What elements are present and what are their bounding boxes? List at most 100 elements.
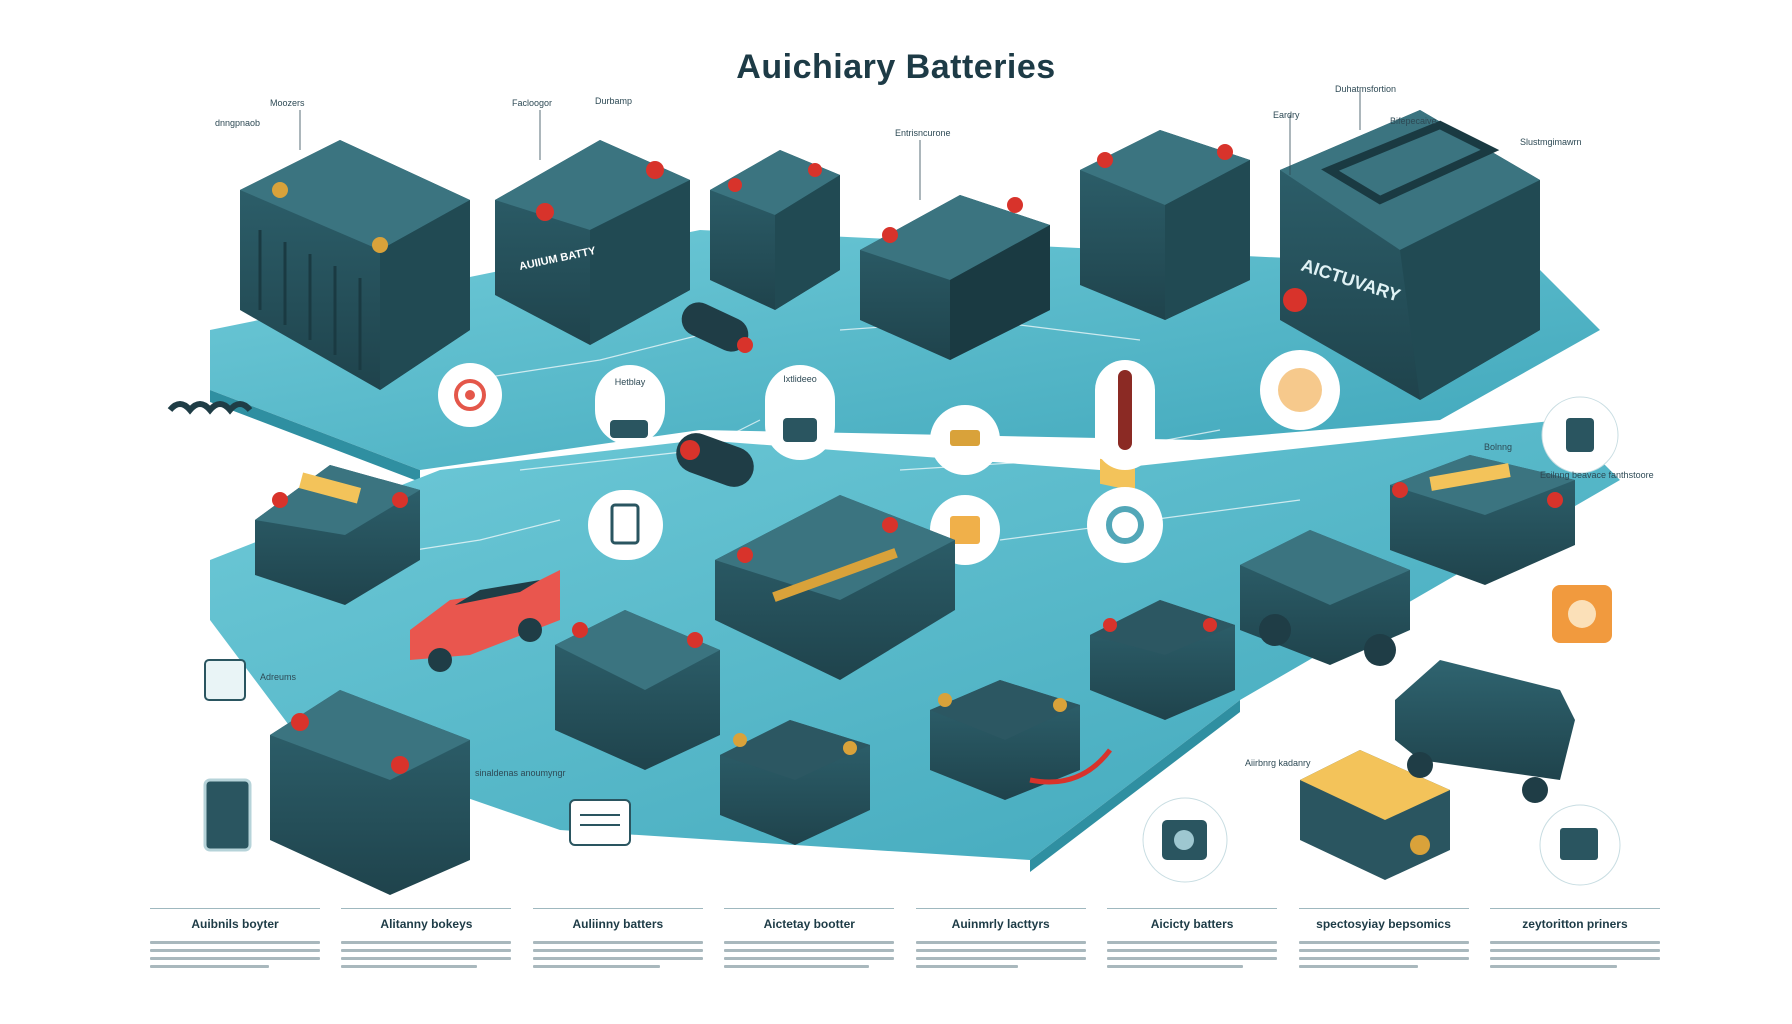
callout-6: Duhatmsfortion bbox=[1335, 84, 1396, 94]
terminal-positive bbox=[1392, 482, 1408, 498]
battery-2: AUIIUM BATTY bbox=[495, 140, 690, 345]
caption-6: Aicicty batters bbox=[1107, 908, 1278, 973]
tool-cylinder-2 bbox=[676, 433, 754, 487]
caption-7: spectosyiay bepsomics bbox=[1298, 908, 1469, 973]
callout-3: Facloogor bbox=[512, 98, 552, 108]
icon-bubble-target bbox=[438, 363, 502, 427]
terminal-negative bbox=[808, 163, 822, 177]
callouts: Moozers dnngpnaob Facloogor Durbamp Entr… bbox=[215, 84, 1654, 778]
icon-bubble-side bbox=[1541, 396, 1619, 474]
terminal-positive bbox=[272, 182, 288, 198]
svg-text:Ixtlideeo: Ixtlideeo bbox=[783, 374, 817, 384]
terminal-negative bbox=[1053, 698, 1067, 712]
battery-3 bbox=[710, 150, 840, 310]
icon-bubble-gear bbox=[1087, 487, 1163, 563]
tool-cylinder bbox=[681, 302, 753, 353]
caption-title: Aictetay bootter bbox=[763, 917, 855, 931]
caption-8: zeytoritton priners bbox=[1489, 908, 1660, 973]
icon-orange-tile bbox=[1552, 585, 1612, 643]
terminal-negative bbox=[391, 756, 409, 774]
terminal-positive bbox=[733, 733, 747, 747]
caption-title: Auinmrly lacttyrs bbox=[951, 917, 1050, 931]
battery-16-yellow bbox=[1300, 750, 1450, 880]
caption-title: Aicicty batters bbox=[1150, 917, 1234, 931]
callout-7: Bifepecaive bbox=[1390, 116, 1437, 126]
terminal-negative bbox=[1217, 144, 1233, 160]
callout-4: Durbamp bbox=[595, 96, 632, 106]
battery-4 bbox=[860, 195, 1050, 360]
battery-1 bbox=[240, 140, 470, 390]
camera-icon bbox=[1142, 797, 1228, 883]
caption-title: zeytoritton priners bbox=[1522, 917, 1628, 931]
terminal-negative bbox=[392, 492, 408, 508]
car-icon bbox=[410, 570, 560, 672]
terminal-negative bbox=[882, 517, 898, 533]
callout-1: Moozers bbox=[270, 98, 305, 108]
platform-lower bbox=[210, 420, 1620, 872]
terminal-negative bbox=[1547, 492, 1563, 508]
caption-title: Auliinny batters bbox=[572, 917, 664, 931]
terminal-positive bbox=[536, 203, 554, 221]
battery-15-cart bbox=[1240, 530, 1410, 666]
battery-12 bbox=[720, 720, 870, 845]
callout-10: Bolnng bbox=[1484, 442, 1512, 452]
battery-8-stack bbox=[715, 495, 955, 680]
callout-5: Entrisncurone bbox=[895, 128, 951, 138]
vehicle-icon bbox=[1395, 660, 1575, 803]
battery-10 bbox=[270, 690, 470, 895]
battery-6-switch bbox=[1283, 288, 1307, 312]
battery-7 bbox=[255, 465, 420, 605]
terminal-negative bbox=[646, 161, 664, 179]
callout-14: Ecilnng beavace fanthstoore bbox=[1540, 470, 1654, 480]
battery-5 bbox=[1080, 130, 1250, 492]
callout-11: Adreums bbox=[260, 672, 297, 682]
icon-bubble-clipboard bbox=[588, 490, 663, 560]
battery-6: AICTUVARY bbox=[1280, 110, 1540, 400]
callout-9: Eardry bbox=[1273, 110, 1300, 120]
icon-bubble-2: Ixtlideeo bbox=[765, 365, 835, 460]
callout-13: sinaldenas anoumyngr bbox=[475, 768, 566, 778]
caption-1: Auibnils boyter bbox=[150, 908, 320, 973]
caption-4: Aictetay bootter bbox=[724, 908, 895, 973]
battery-13 bbox=[930, 680, 1112, 800]
terminal-negative bbox=[372, 237, 388, 253]
coiled-cable bbox=[167, 401, 253, 415]
terminal-positive bbox=[737, 547, 753, 563]
icon-bubble-1: Hetblay bbox=[595, 365, 665, 445]
caption-3: Auliinny batters bbox=[532, 908, 703, 973]
icon-bubble-fuse bbox=[1095, 360, 1155, 470]
caption-title: Alitanny bokeys bbox=[380, 917, 473, 931]
terminal-positive bbox=[291, 713, 309, 731]
terminal-negative bbox=[1203, 618, 1217, 632]
tablet-icon bbox=[203, 778, 252, 852]
battery-11 bbox=[555, 610, 720, 770]
caption-5: Auinmrly lacttyrs bbox=[915, 908, 1086, 973]
terminal-positive bbox=[1097, 152, 1113, 168]
page-title: Auichiary Batteries bbox=[736, 48, 1056, 86]
terminal-positive bbox=[938, 693, 952, 707]
caption-title: spectosyiay bepsomics bbox=[1316, 917, 1451, 931]
terminal-positive bbox=[272, 492, 288, 508]
svg-text:Hetblay: Hetblay bbox=[615, 377, 646, 387]
terminal-positive bbox=[882, 227, 898, 243]
terminal-negative bbox=[687, 632, 703, 648]
badge-icon bbox=[204, 659, 246, 701]
small-box-icon bbox=[1539, 804, 1621, 886]
icon-bubble-lamp bbox=[1260, 350, 1340, 430]
icon-bubble-plug bbox=[930, 405, 1000, 475]
terminal-positive bbox=[728, 178, 742, 192]
caption-title: Auibnils boyter bbox=[191, 917, 279, 931]
terminal-positive bbox=[1103, 618, 1117, 632]
screen-icon bbox=[569, 799, 631, 846]
callout-2: dnngpnaob bbox=[215, 118, 260, 128]
battery-9 bbox=[1390, 455, 1575, 585]
terminal-negative bbox=[843, 741, 857, 755]
callout-12: Aiirbnrg kadanry bbox=[1245, 758, 1311, 768]
caption-2: Alitanny bokeys bbox=[341, 908, 512, 973]
terminal-negative bbox=[1007, 197, 1023, 213]
callout-8: Slustmgimawrn bbox=[1520, 137, 1582, 147]
battery-14 bbox=[1090, 600, 1235, 720]
terminal-positive bbox=[572, 622, 588, 638]
caption-row: Auibnils boyter Alitanny bokeys Auliinny… bbox=[150, 908, 1660, 973]
